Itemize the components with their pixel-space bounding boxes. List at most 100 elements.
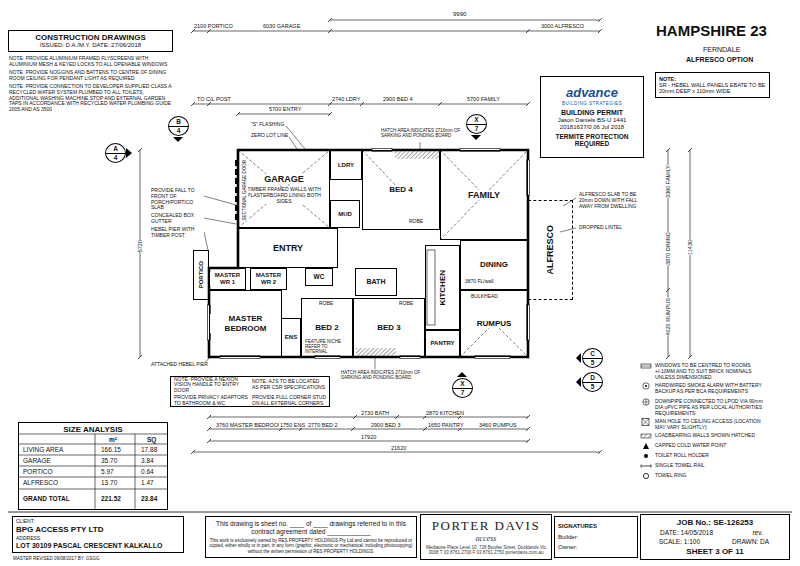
- legend-text: SINGLE TOWEL RAIL: [655, 462, 770, 468]
- table-cell: 23.84: [140, 495, 158, 502]
- room-area-text: BED 2: [314, 323, 340, 332]
- section-marker: X7: [466, 114, 487, 134]
- water-point-symbol: [643, 443, 649, 449]
- permit-stamp-text: TERMITE PROTECTION REQUIRED: [544, 133, 640, 148]
- room-area-text: PANTRY: [430, 340, 456, 347]
- towel-rail-symbol: [641, 465, 651, 468]
- room-area-text: GARAGE: [263, 174, 305, 184]
- general-note: NOTE: PROVIDE CONNECTION TO DEVELOPER SU…: [8, 84, 175, 113]
- callout-note: FEATURE NICHE REFER TO INTERNAL: [304, 339, 352, 355]
- project-name: FERNDALE: [702, 46, 741, 54]
- section-marker-text: 7: [453, 389, 472, 396]
- option-name: ALFRESCO OPTION: [685, 56, 754, 64]
- smoke-alarm-symbol: [643, 383, 649, 389]
- job-box-text: rev.: [729, 529, 786, 536]
- room-area-text: LDRY: [337, 162, 355, 169]
- room-area: MUD: [330, 200, 360, 228]
- drawing-title: HAMPSHIRE 23: [655, 22, 768, 39]
- table-cell: GRAND TOTAL: [22, 495, 71, 502]
- note-table-text: NOTE: PROVIDE A NEXION VISION HANDLE TO …: [174, 377, 248, 394]
- kitchen-bench: [427, 250, 435, 325]
- exterior-wall: [209, 150, 528, 357]
- legend-text: CAPPED COLD WATER POINT: [655, 442, 770, 448]
- permit-stamp-text: 20181637/0 06 Jul 2018: [560, 124, 624, 131]
- table-cell: ALFRESCO: [22, 479, 59, 486]
- company-logo-text: access: [476, 534, 497, 543]
- section-pointer: [126, 135, 581, 387]
- legend-symbol: [640, 452, 652, 460]
- legend-text: WINDOWS TO BE CENTRED TO ROOMS +/-10MM A…: [655, 362, 770, 380]
- note-table: NOTE: PROVIDE A NEXION VISION HANDLE TO …: [170, 376, 330, 407]
- callout-note: DROPPED LINTEL: [578, 225, 623, 231]
- callout-note: "S" FLASHING: [250, 122, 285, 128]
- legend-symbol: [640, 398, 652, 406]
- room-area-text: BED 3: [376, 323, 402, 332]
- room-area: GARAGE TIMBER FRAMED WALLS WITH PLASTERBO…: [238, 150, 330, 228]
- room-area: BED 3: [353, 298, 425, 357]
- note-box: NOTE:SR - HEBEL WALL PANELS EBATE TO BE …: [655, 72, 770, 98]
- towel-ring-symbol: [643, 473, 648, 478]
- dimension-line: [140, 20, 690, 452]
- callout-note: ATTACHED HEBEL PIER: [150, 362, 209, 368]
- table-cell: m²: [108, 436, 118, 443]
- callout-note: HEBEL PIER WITH TIMBER POST: [150, 227, 204, 239]
- signature-box-text: SIGNATURES: [558, 523, 597, 530]
- room-area-text: TIMBER FRAMED WALLS WITH PLASTERBOARD LI…: [243, 187, 325, 204]
- room-area: MASTER WR 2: [250, 268, 287, 290]
- dimension: 4020 RUMPUS: [664, 298, 672, 336]
- client-box-text: ADDRESS:: [16, 536, 42, 542]
- callout-note: BULKHEAD: [470, 294, 499, 300]
- dimension: 3360 FAMILY: [664, 165, 672, 198]
- table-cell: 1.47: [140, 479, 155, 486]
- room-area-text: MUD: [337, 211, 353, 218]
- legend-row: HARDWIRED SMOKE ALARM WITH BATTERY BACKU…: [640, 382, 770, 394]
- company-logo-text: PORTER DAVIS: [432, 519, 540, 534]
- revision-note: MASTER REVISED 09/08/2017 BY: GSGG: [12, 556, 101, 561]
- room-area: PORTICO: [193, 250, 209, 300]
- callout-note: ALFRESCO SLAB TO BE 20mm DOWN WITH FALL …: [578, 192, 646, 209]
- manhole-symbol: [642, 419, 649, 426]
- downpipe-symbol: [644, 400, 649, 405]
- robe-label: ROBE: [398, 301, 414, 307]
- room-area-text: MASTER BEDROOM: [210, 314, 281, 332]
- legend-symbol: [640, 362, 652, 370]
- room-area: KITCHEN: [425, 245, 460, 330]
- signature-box-text: Owner:: [558, 544, 577, 551]
- section-marker: D5: [582, 372, 603, 392]
- room-area: PANTRY: [425, 330, 460, 357]
- dimension: 9990: [452, 11, 467, 18]
- status-box-text: CONSTRUCTION DRAWINGS: [35, 33, 146, 42]
- section-marker-text: C: [583, 350, 602, 358]
- room-area-text: ALFRESCO: [544, 225, 556, 275]
- dimension: 5720: [136, 240, 144, 252]
- dimension: 17920: [360, 434, 377, 440]
- room-area: ENTRY: [238, 228, 338, 268]
- dimension: 1650 PANTRY: [427, 422, 465, 428]
- toilet-roll-symbol: [644, 454, 648, 458]
- legend-symbol: [640, 472, 652, 480]
- room-area-text: WC: [313, 273, 326, 280]
- dimension: 2900 BED 4: [382, 96, 414, 102]
- job-box-text: DATE: 14/05/2018: [644, 529, 729, 536]
- legend-row: TOWEL RING: [640, 472, 770, 480]
- signature-box: SIGNATURESBuilder:Owner:: [554, 516, 638, 558]
- table-cell: GARAGE: [22, 457, 52, 464]
- legend-text: HARDWIRED SMOKE ALARM WITH BATTERY BACKU…: [655, 382, 770, 394]
- table-rule: [18, 434, 168, 510]
- job-box-text: DRAWN: DA: [715, 538, 786, 545]
- robe-label: ROBE: [318, 301, 334, 307]
- room-area: BATH: [355, 268, 397, 296]
- status-box: CONSTRUCTION DRAWINGSISSUED: D.A./M.Y. D…: [8, 30, 173, 52]
- table-cell: 13.70: [100, 479, 118, 486]
- client-box: CLIENT:BPG ACCESS PTY LTDADDRESS:LOT 301…: [12, 516, 184, 553]
- section-marker-text: X: [453, 380, 472, 388]
- dimension: 2770 BED 2: [307, 422, 339, 428]
- smoke-alarm-symbol: [645, 385, 647, 387]
- legend-row: CAPPED COLD WATER POINT: [640, 442, 770, 450]
- callout-note: CONCEALED BOX GUTTER: [150, 213, 204, 225]
- dimension: 3760 MASTER BEDROOM: [215, 422, 284, 428]
- callout-note: ZERO LOT LINE: [250, 133, 289, 139]
- table-cell: 17.88: [140, 446, 158, 453]
- legend-symbol: [640, 432, 652, 440]
- dimension: 2870 KITCHEN: [425, 410, 465, 416]
